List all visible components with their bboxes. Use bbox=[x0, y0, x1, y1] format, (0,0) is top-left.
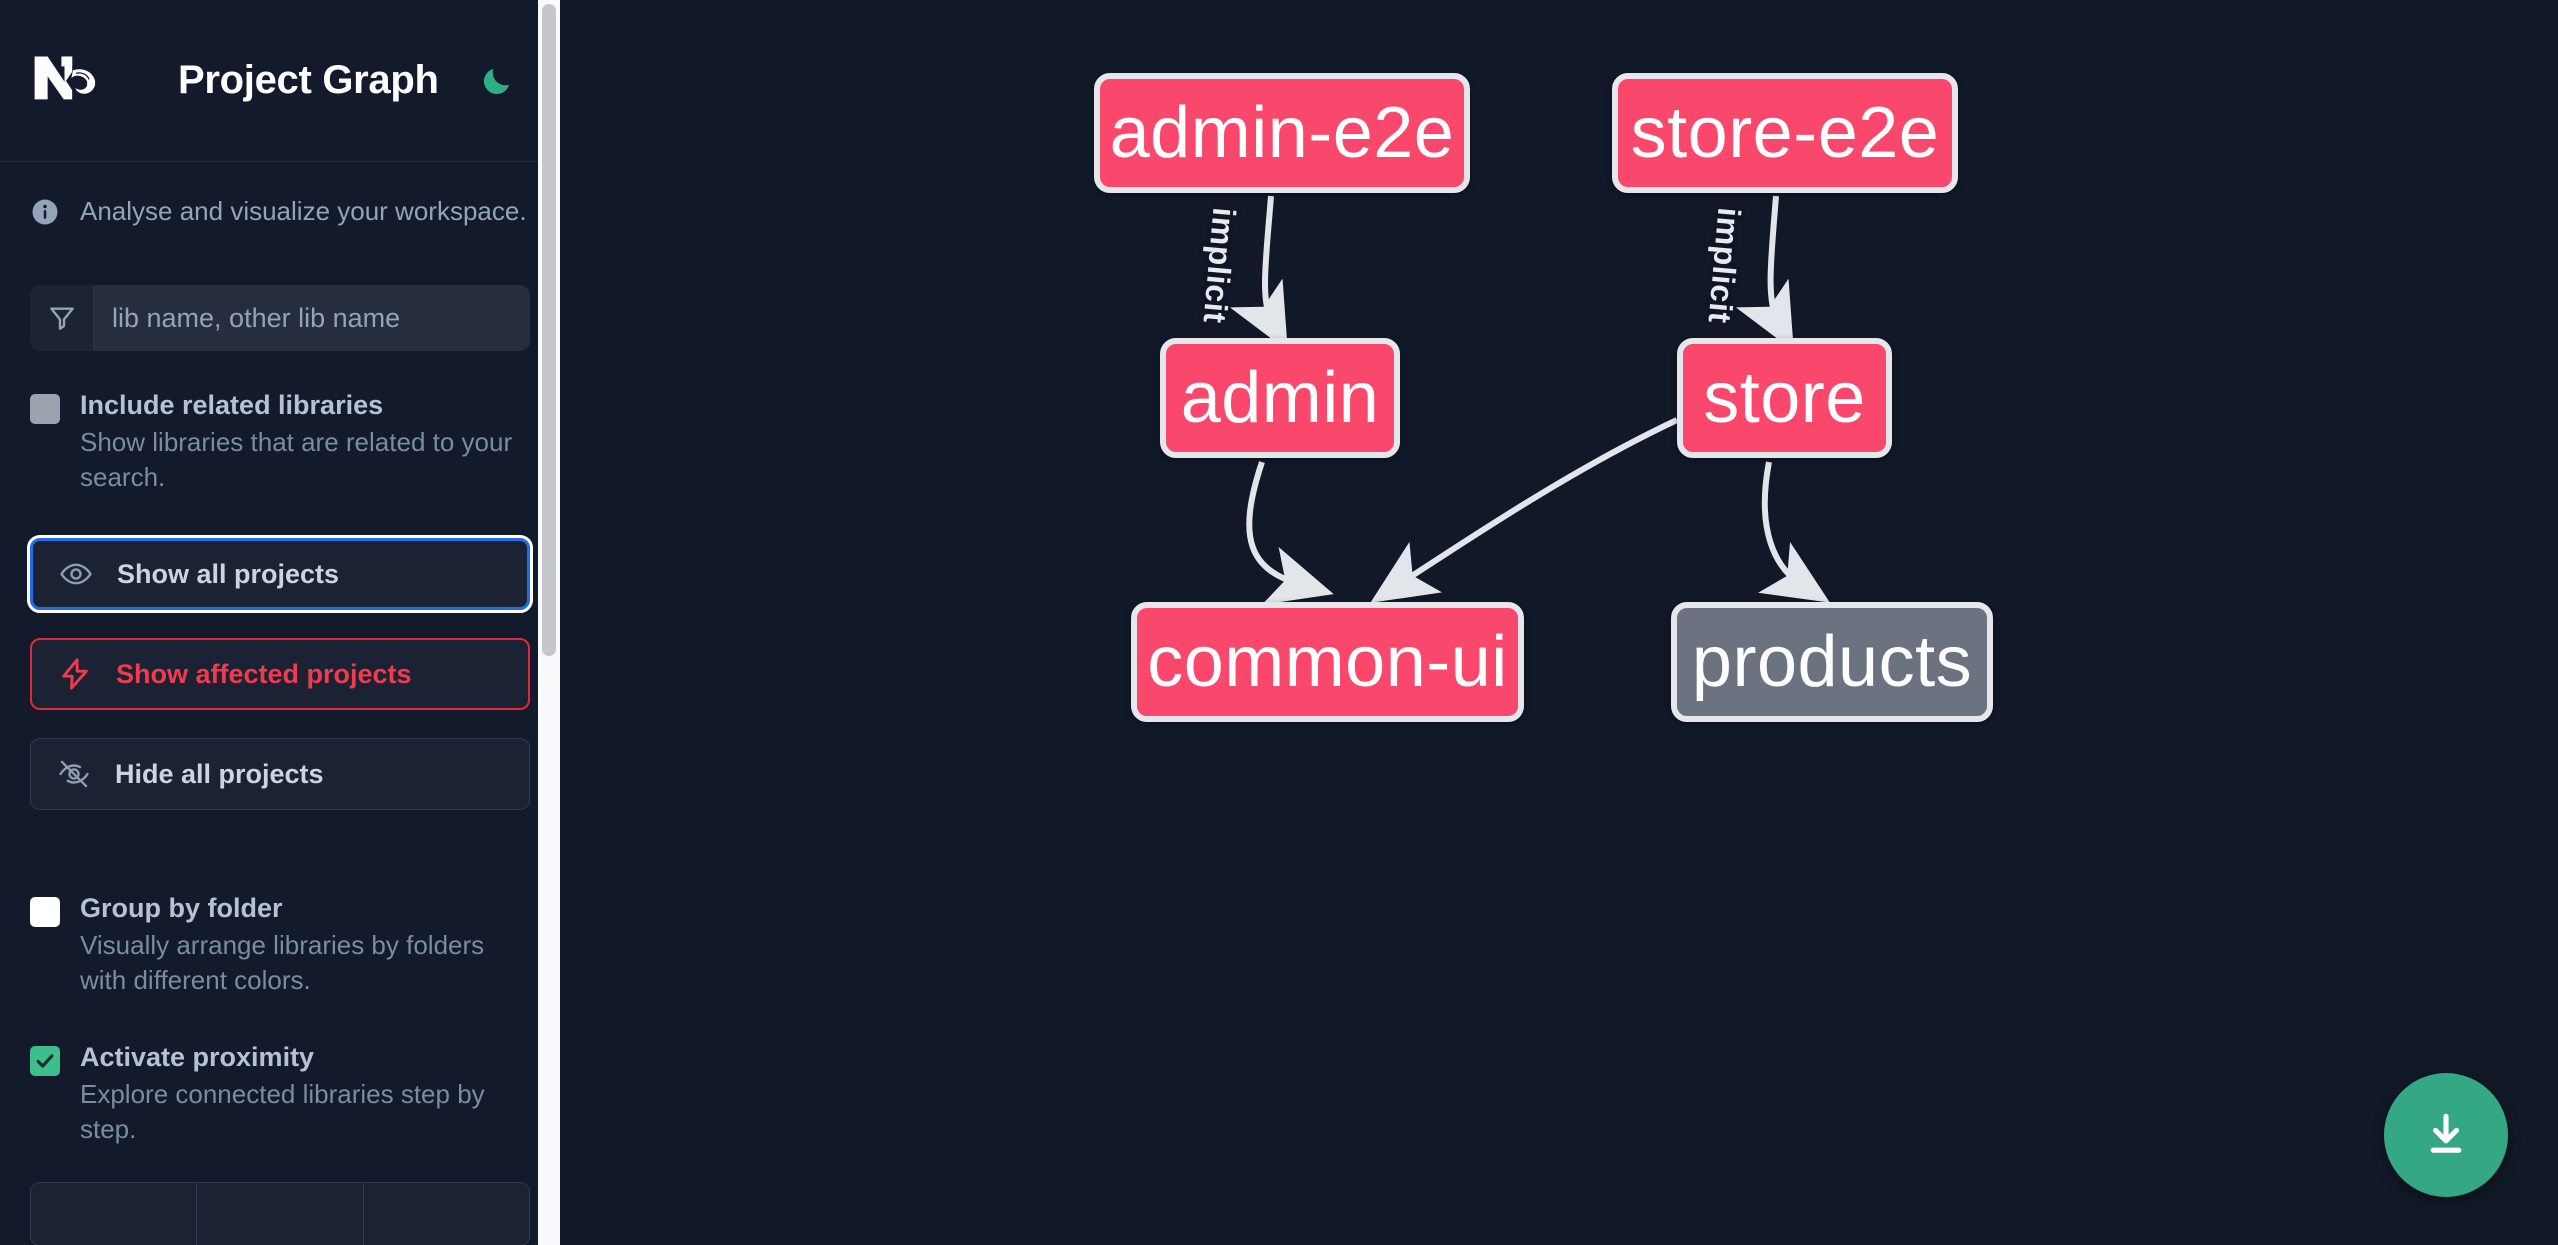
workspace-info: Analyse and visualize your workspace. bbox=[0, 162, 560, 227]
filter-row bbox=[30, 285, 530, 351]
graph-node-products[interactable]: products bbox=[1671, 602, 1993, 722]
sidebar-scrollbar-thumb[interactable] bbox=[542, 4, 556, 656]
search-input[interactable] bbox=[94, 285, 530, 351]
hide-all-projects-button[interactable]: Hide all projects bbox=[30, 738, 530, 811]
download-icon bbox=[2430, 1113, 2462, 1153]
info-icon bbox=[30, 197, 60, 227]
nx-logo-icon bbox=[30, 50, 122, 112]
segment-1[interactable] bbox=[31, 1183, 198, 1245]
graph-node-store[interactable]: store bbox=[1677, 338, 1892, 458]
graph-node-admin-e2e[interactable]: admin-e2e bbox=[1094, 73, 1470, 193]
node-label: products bbox=[1691, 622, 1973, 702]
proximity-segmented-control[interactable] bbox=[30, 1182, 530, 1245]
group-by-folder-checkbox[interactable] bbox=[30, 897, 60, 928]
segment-3[interactable] bbox=[364, 1183, 529, 1245]
node-label: common-ui bbox=[1147, 622, 1508, 702]
include-related-libraries-checkbox[interactable] bbox=[30, 394, 60, 424]
show-all-projects-button[interactable]: Show all projects bbox=[27, 535, 533, 614]
option-description: Visually arrange libraries by folders wi… bbox=[80, 930, 485, 995]
page-title: Project Graph bbox=[178, 58, 439, 102]
edge-store-products bbox=[1758, 461, 1830, 603]
graph-node-common-ui[interactable]: common-ui bbox=[1131, 602, 1524, 722]
moon-icon[interactable] bbox=[475, 59, 519, 103]
option-label: Group by folder bbox=[80, 893, 283, 924]
edge-store-common-ui bbox=[1370, 417, 1679, 603]
segment-2[interactable] bbox=[197, 1183, 364, 1245]
graph-node-store-e2e[interactable]: store-e2e bbox=[1612, 73, 1958, 193]
graph-node-admin[interactable]: admin bbox=[1160, 338, 1400, 458]
show-affected-projects-label: Show affected projects bbox=[116, 658, 412, 689]
option-activate-proximity: Activate proximity Explore connected lib… bbox=[30, 1041, 530, 1146]
option-label: Include related libraries bbox=[80, 390, 384, 420]
graph-edges bbox=[1229, 195, 1830, 605]
download-button[interactable] bbox=[2384, 1073, 2508, 1197]
eye-icon bbox=[60, 563, 92, 585]
option-description: Explore connected libraries step by step… bbox=[80, 1079, 485, 1144]
option-include-related-libraries: Include related libraries Show libraries… bbox=[30, 389, 530, 494]
graph-canvas[interactable]: admin-e2e store-e2e admin store common-u… bbox=[560, 0, 2558, 1245]
activate-proximity-checkbox[interactable] bbox=[30, 1046, 60, 1077]
check-icon bbox=[36, 1054, 54, 1068]
eye-off-icon bbox=[59, 760, 89, 788]
show-all-projects-label: Show all projects bbox=[117, 558, 340, 589]
funnel-icon bbox=[30, 285, 94, 351]
edge-admin-common-ui bbox=[1246, 461, 1334, 605]
node-label: store-e2e bbox=[1630, 93, 1940, 173]
show-affected-projects-button[interactable]: Show affected projects bbox=[30, 638, 530, 711]
edge-admin-e2e-admin bbox=[1229, 195, 1288, 351]
spacer bbox=[0, 810, 560, 854]
sidebar-scrollbar[interactable] bbox=[538, 0, 560, 1245]
node-label: admin bbox=[1180, 358, 1380, 438]
option-label: Activate proximity bbox=[80, 1042, 315, 1073]
sidebar-header: Project Graph bbox=[0, 0, 560, 162]
sidebar: Project Graph Analyse and visualize your… bbox=[0, 0, 560, 1245]
option-group-by-folder: Group by folder Visually arrange librari… bbox=[30, 892, 530, 997]
lightning-icon bbox=[62, 658, 88, 690]
node-label: admin-e2e bbox=[1109, 93, 1455, 173]
option-description: Show libraries that are related to your … bbox=[80, 426, 513, 492]
node-label: store bbox=[1703, 358, 1866, 438]
hide-all-projects-label: Hide all projects bbox=[115, 758, 324, 789]
workspace-info-text: Analyse and visualize your workspace. bbox=[80, 196, 527, 226]
